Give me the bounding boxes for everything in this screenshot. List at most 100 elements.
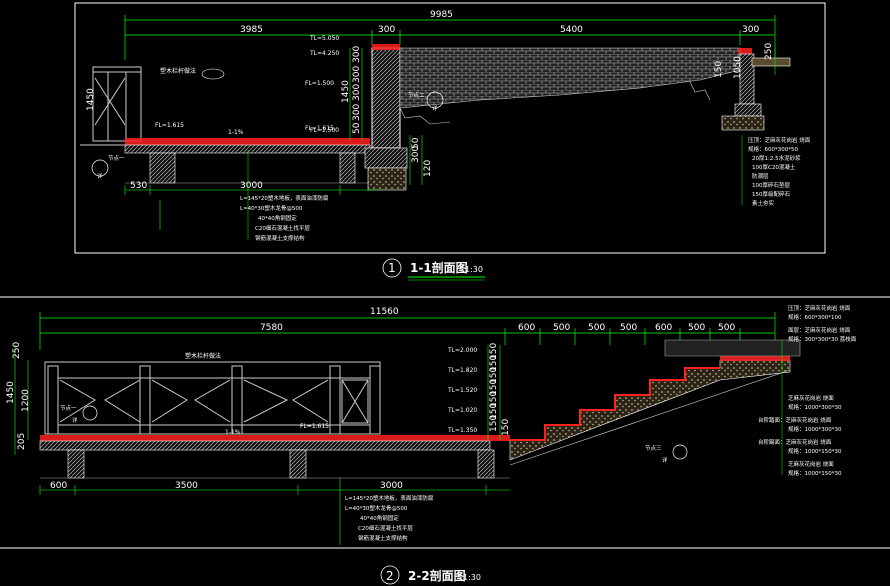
section2-stair-note-10: 规格：1000*150*30 xyxy=(788,447,842,455)
section2-dim-c8: 150 xyxy=(501,419,511,436)
section1-top-dimensions xyxy=(124,15,776,60)
section2-level-tl3: TL=1.520 xyxy=(447,387,477,394)
section1-deck-note-4: C20细石混凝土找平层 xyxy=(255,224,310,232)
section2-deck xyxy=(39,435,510,479)
section1-stone-note-4: 100厚C20混凝土 xyxy=(752,163,796,171)
section2-stair-note-1: 压顶：芝麻灰花岗岩 烧面 xyxy=(788,304,851,312)
section2-deck-note-1: L=145*20塑木地板，表面油漆防腐 xyxy=(345,494,434,502)
section2-title: 2-2剖面图 xyxy=(408,568,466,583)
section1-dim-c7: 300 xyxy=(411,146,421,163)
section2-dim-s1: 600 xyxy=(518,323,535,333)
section1-frame xyxy=(74,2,826,254)
section2-title-block: 2 2-2剖面图 1:30 xyxy=(380,565,481,585)
section1-node1-ref: 详 xyxy=(97,172,103,180)
section2-dim-s6: 500 xyxy=(688,323,705,333)
section1-bottom-dims xyxy=(124,185,380,230)
section1-deck-note-3: 40*40角钢固定 xyxy=(258,214,297,222)
section2-stair-note-11: 芝麻灰花岗岩 烧面 xyxy=(788,460,834,468)
section1-dim-slope: 5400 xyxy=(560,25,583,35)
section2-level-tl5: TL=1.350 xyxy=(447,427,477,434)
section1-drawing: 9985 3985 300 5400 300 1450 1-1% FL=1.61… xyxy=(74,2,826,281)
section1-railing xyxy=(80,66,145,146)
section2-stair-note-4: 规格：300*300*30 荔枝面 xyxy=(788,335,857,343)
section2-dim-c3: 150 xyxy=(489,367,499,384)
section1-dim-r3: 1050 xyxy=(733,56,743,79)
section1-node1-title: 节点一 xyxy=(108,154,125,162)
section2-node3-title: 节点三 xyxy=(645,444,662,452)
section2-node3: 节点三 详 xyxy=(645,444,688,464)
section2-node1-title: 节点一 xyxy=(60,404,77,412)
section1-right-wall xyxy=(721,48,791,131)
section2-dim-v2: 1450 xyxy=(6,381,16,404)
section1-level-fl4: FL=1.500 xyxy=(310,127,339,134)
section1-dim-c3: 300 xyxy=(352,84,362,101)
section2-stair-notes: 压顶：芝麻灰花岗岩 烧面 规格：600*300*100 面层：芝麻灰花岗岩 烧面… xyxy=(758,304,857,477)
section1-level-tl1: TL=5.050 xyxy=(309,35,339,42)
section2-dim-s4: 500 xyxy=(620,323,637,333)
section2-deck-note-4: C20细石混凝土找平层 xyxy=(358,524,413,532)
section1-rail-note: 塑木栏杆做法 xyxy=(160,67,196,75)
section2-drawing: 11560 7580 600 500 500 500 600 500 500 2… xyxy=(0,296,890,585)
section1-title-block: 1 1-1剖面图 1:30 xyxy=(382,258,485,281)
section2-stair-note-9: 台阶踢面：芝麻灰花岗岩 烧面 xyxy=(758,438,832,446)
section2-node1: 节点一 详 xyxy=(60,404,98,424)
section1-stone-note-3: 20厚1:2.5水泥砂浆 xyxy=(752,154,801,162)
section1-dim-rail-height: 1450 xyxy=(86,88,96,111)
section1-deck-note-1: L=145*20塑木地板，表面油漆防腐 xyxy=(240,194,329,202)
section2-dim-total: 11560 xyxy=(370,307,399,317)
section1-stone-note-8: 素土夯实 xyxy=(752,199,775,207)
section2-stair-note-3: 面层：芝麻灰花岗岩 烧面 xyxy=(788,326,851,334)
section2-dim-deck: 7580 xyxy=(260,323,283,333)
section1-stone-note-7: 150厚级配碎石 xyxy=(752,190,790,198)
section1-level-tl2: TL=4.250 xyxy=(309,50,339,57)
section2-dim-v3: 1200 xyxy=(21,389,31,412)
section1-dim-total: 9985 xyxy=(430,10,453,20)
section2-deck-note-3: 40*40角钢固定 xyxy=(360,514,399,522)
section2-number: 2 xyxy=(386,569,394,583)
section2-bottom-dims xyxy=(39,478,510,545)
section2-level-tl1: TL=2.000 xyxy=(447,347,477,354)
section1-dim-c4: 300 xyxy=(352,104,362,121)
section1-number: 1 xyxy=(388,261,396,275)
section2-deck-note-5: 钢筋混凝土支撑结构 xyxy=(358,534,408,542)
section1-dim-left: 3985 xyxy=(240,25,263,35)
section2-stair-note-8: 规格：1000*300*30 xyxy=(788,425,842,433)
section1-node1: 节点一 详 xyxy=(91,154,125,180)
section1-node2-ref: 详 xyxy=(432,104,438,112)
section2-dim-v4: 205 xyxy=(17,433,27,450)
section2-rail-note: 塑木栏杆做法 xyxy=(185,352,221,360)
section1-level-fl3: FL=1.500 xyxy=(305,80,334,87)
section1-dim-r2: 150 xyxy=(714,61,724,78)
section1-dim-b1: 530 xyxy=(130,181,147,191)
section2-slope-label: 1-1% xyxy=(225,429,241,436)
section2-dim-c6: 150 xyxy=(489,403,499,420)
section1-slope-label: 1-1% xyxy=(228,129,244,136)
section2-stair-note-2: 规格：600*300*100 xyxy=(788,313,842,321)
section2-dim-b2: 3500 xyxy=(175,481,198,491)
section1-deck-note-5: 钢筋混凝土支撑结构 xyxy=(255,234,305,242)
section1-stone-note-5: 防潮层 xyxy=(752,172,769,180)
section2-dim-c7: 150 xyxy=(489,415,499,432)
section1-wall xyxy=(364,44,408,191)
section1-wall-dims xyxy=(349,48,423,185)
section2-node3-ref: 详 xyxy=(662,456,668,464)
section1-stone-notes: 压顶：芝麻灰花岗岩 烧面 规格：600*300*50 20厚1:2.5水泥砂浆 … xyxy=(741,135,811,207)
section2-stair-note-7: 台阶踏面：芝麻灰花岗岩 烧面 xyxy=(758,416,832,424)
section2-stair xyxy=(509,339,801,466)
section2-left-vdims xyxy=(14,345,29,455)
section1-stone-note-1: 压顶：芝麻灰花岗岩 烧面 xyxy=(748,136,811,144)
section1-dim-wall: 300 xyxy=(378,25,395,35)
section2-node1-ref: 详 xyxy=(72,416,78,424)
section1-dim-c2: 300 xyxy=(352,66,362,83)
section1-node2: 节点二 详 xyxy=(408,91,444,112)
section2-dim-b1: 600 xyxy=(50,481,67,491)
section1-dim-c5: 50 xyxy=(352,122,362,134)
section2-level-tl2: TL=1.820 xyxy=(447,367,477,374)
section2-level-fl: FL=1.615 xyxy=(300,423,329,430)
section1-dim-right: 300 xyxy=(742,25,759,35)
section1-node2-title: 节点二 xyxy=(408,91,425,99)
section2-dim-s7: 500 xyxy=(718,323,735,333)
section2-stair-note-6: 规格：1000*300*30 xyxy=(788,403,842,411)
section2-stair-vdims xyxy=(487,345,501,440)
section1-dim-r1: 250 xyxy=(764,43,774,60)
